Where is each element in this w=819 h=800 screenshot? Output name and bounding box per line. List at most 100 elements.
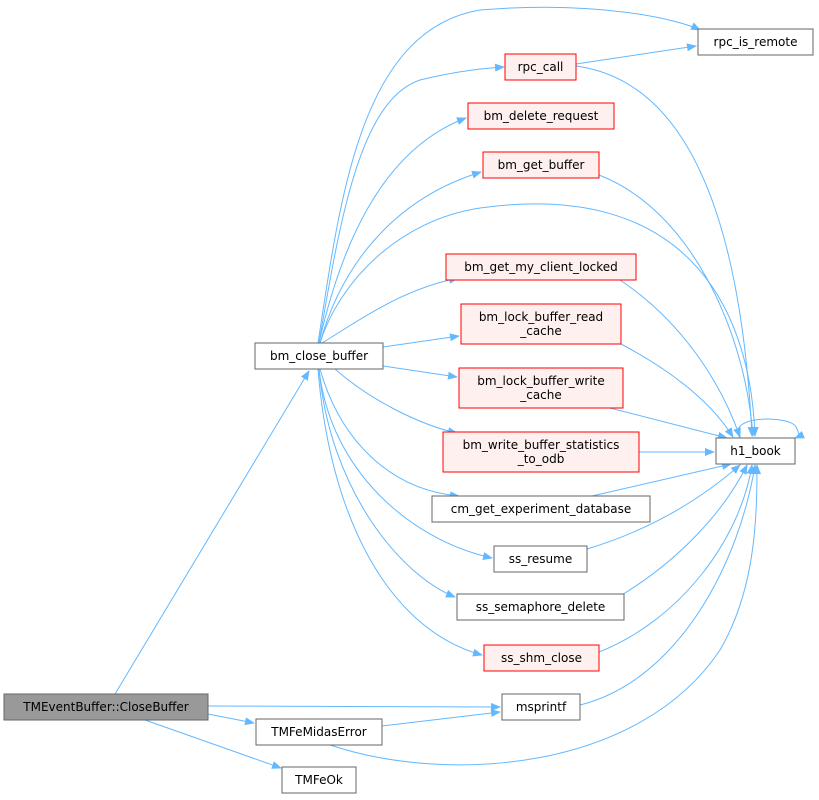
edge-bm_close_buffer-to-cm_get_experiment_database bbox=[319, 368, 460, 500]
edge-bm_close_buffer-to-bm_delete_request bbox=[318, 117, 467, 344]
edge-h1_book-to-h1_book bbox=[737, 418, 805, 439]
edge-ss_shm_close-to-h1_book bbox=[598, 464, 755, 653]
edge-arrow bbox=[382, 333, 460, 348]
node-box bbox=[456, 593, 625, 621]
nodes-layer: TMEventBuffer::CloseBuffer bm_close_buffe… bbox=[3, 28, 814, 794]
node-box bbox=[493, 545, 588, 573]
edge-bm_close_buffer-to-ss_resume bbox=[318, 368, 493, 560]
node-label: bm_write_buffer_statistics bbox=[463, 438, 620, 452]
edge-arrow bbox=[334, 368, 458, 436]
edge-arrow bbox=[319, 203, 759, 437]
edge-root-to-msprintf bbox=[207, 702, 501, 711]
node-bm_close_buffer[interactable]: bm_close_buffer bbox=[254, 342, 384, 370]
node-bm_write_buffer_statistics_to_odb[interactable]: bm_write_buffer_statistics_to_odb bbox=[442, 431, 640, 473]
edge-arrow bbox=[381, 709, 501, 727]
node-box bbox=[281, 766, 357, 794]
edge-bm_close_buffer-to-bm_write_buffer_statistics_to_odb bbox=[334, 368, 458, 436]
node-box bbox=[458, 367, 624, 409]
node-ss_semaphore_delete[interactable]: ss_semaphore_delete bbox=[456, 593, 625, 621]
node-box bbox=[445, 253, 637, 281]
node-h1_book[interactable]: h1_book bbox=[715, 437, 796, 465]
node-label: bm_close_buffer bbox=[270, 349, 368, 363]
edges-layer bbox=[114, 6, 805, 769]
edge-cm_get_experiment_database-to-h1_book bbox=[591, 462, 732, 497]
edge-bm_close_buffer-to-ss_shm_close bbox=[317, 368, 483, 657]
edge-root-to-TMFeMidasError bbox=[207, 713, 255, 726]
node-box bbox=[501, 693, 581, 721]
node-rpc_call[interactable]: rpc_call bbox=[504, 53, 577, 81]
node-label: bm_delete_request bbox=[484, 109, 599, 123]
node-box bbox=[697, 28, 814, 56]
edge-arrow bbox=[382, 365, 458, 380]
edge-bm_close_buffer-to-bm_lock_buffer_read_cache bbox=[382, 333, 460, 348]
edge-bm_close_buffer-to-bm_get_my_client_locked bbox=[321, 275, 459, 344]
node-label: bm_lock_buffer_write bbox=[477, 374, 605, 388]
node-msprintf[interactable]: msprintf bbox=[501, 693, 581, 721]
edge-arrow bbox=[317, 368, 483, 657]
node-bm_lock_buffer_write_cache[interactable]: bm_lock_buffer_write_cache bbox=[458, 367, 624, 409]
edge-rpc_call-to-rpc_is_remote bbox=[575, 43, 697, 65]
node-label: TMFeMidasError bbox=[270, 725, 367, 739]
node-box bbox=[442, 431, 640, 473]
node-box bbox=[431, 495, 651, 523]
node-label: _cache bbox=[519, 324, 562, 338]
edge-rpc_call-to-h1_book bbox=[575, 65, 756, 437]
edge-arrow bbox=[321, 275, 459, 344]
node-box bbox=[467, 102, 615, 130]
edge-bm_close_buffer-to-h1_book bbox=[319, 203, 759, 437]
edge-arrow bbox=[737, 418, 805, 439]
edge-arrow bbox=[318, 368, 493, 560]
edge-TMFeMidasError-to-h1_book bbox=[329, 464, 761, 766]
node-box bbox=[715, 437, 796, 465]
edge-arrow bbox=[619, 464, 748, 597]
edge-arrow bbox=[319, 170, 482, 344]
edge-ss_semaphore_delete-to-h1_book bbox=[619, 464, 748, 597]
node-bm_delete_request[interactable]: bm_delete_request bbox=[467, 102, 615, 130]
node-bm_lock_buffer_read_cache[interactable]: bm_lock_buffer_read_cache bbox=[460, 303, 622, 345]
node-root[interactable]: TMEventBuffer::CloseBuffer bbox=[3, 693, 209, 721]
edge-bm_lock_buffer_read_cache-to-h1_book bbox=[620, 343, 734, 438]
edge-arrow bbox=[598, 464, 755, 653]
edge-arrow bbox=[114, 370, 310, 695]
edge-arrow bbox=[619, 279, 741, 438]
edge-arrow bbox=[575, 43, 697, 65]
node-label: _cache bbox=[519, 388, 562, 402]
node-box bbox=[483, 644, 600, 672]
edge-arrow bbox=[591, 462, 732, 497]
edge-arrow bbox=[620, 343, 734, 438]
edge-arrow bbox=[144, 719, 282, 769]
edge-bm_close_buffer-to-bm_lock_buffer_write_cache bbox=[382, 365, 458, 380]
node-label: rpc_call bbox=[518, 60, 564, 74]
edge-bm_get_my_client_locked-to-h1_book bbox=[619, 279, 741, 438]
node-box bbox=[254, 342, 384, 370]
edge-arrow bbox=[207, 713, 255, 726]
node-label: bm_get_buffer bbox=[498, 158, 585, 172]
edge-arrow bbox=[318, 63, 505, 344]
node-rpc_is_remote[interactable]: rpc_is_remote bbox=[697, 28, 814, 56]
node-label: bm_get_my_client_locked bbox=[464, 260, 618, 274]
node-cm_get_experiment_database[interactable]: cm_get_experiment_database bbox=[431, 495, 651, 523]
node-box bbox=[255, 718, 383, 746]
node-ss_shm_close[interactable]: ss_shm_close bbox=[483, 644, 600, 672]
node-label: _to_odb bbox=[517, 452, 565, 466]
edge-ss_resume-to-h1_book bbox=[586, 464, 741, 550]
edge-bm_close_buffer-to-rpc_is_remote bbox=[317, 6, 701, 344]
edge-arrow bbox=[318, 117, 467, 344]
node-box bbox=[482, 151, 600, 179]
node-TMFeMidasError[interactable]: TMFeMidasError bbox=[255, 718, 383, 746]
node-label: bm_lock_buffer_read bbox=[479, 310, 603, 324]
node-TMFeOk[interactable]: TMFeOk bbox=[281, 766, 357, 794]
edge-arrow bbox=[319, 368, 460, 500]
node-box bbox=[504, 53, 577, 81]
edge-bm_close_buffer-to-bm_get_buffer bbox=[319, 170, 482, 344]
node-label: rpc_is_remote bbox=[714, 35, 798, 49]
node-bm_get_my_client_locked[interactable]: bm_get_my_client_locked bbox=[445, 253, 637, 281]
node-label: TMEventBuffer::CloseBuffer bbox=[22, 700, 189, 714]
node-label: ss_semaphore_delete bbox=[476, 600, 606, 614]
node-ss_resume[interactable]: ss_resume bbox=[493, 545, 588, 573]
edge-TMFeMidasError-to-msprintf bbox=[381, 709, 501, 727]
edge-arrow bbox=[579, 464, 758, 706]
node-bm_get_buffer[interactable]: bm_get_buffer bbox=[482, 151, 600, 179]
edge-arrow bbox=[586, 464, 741, 550]
